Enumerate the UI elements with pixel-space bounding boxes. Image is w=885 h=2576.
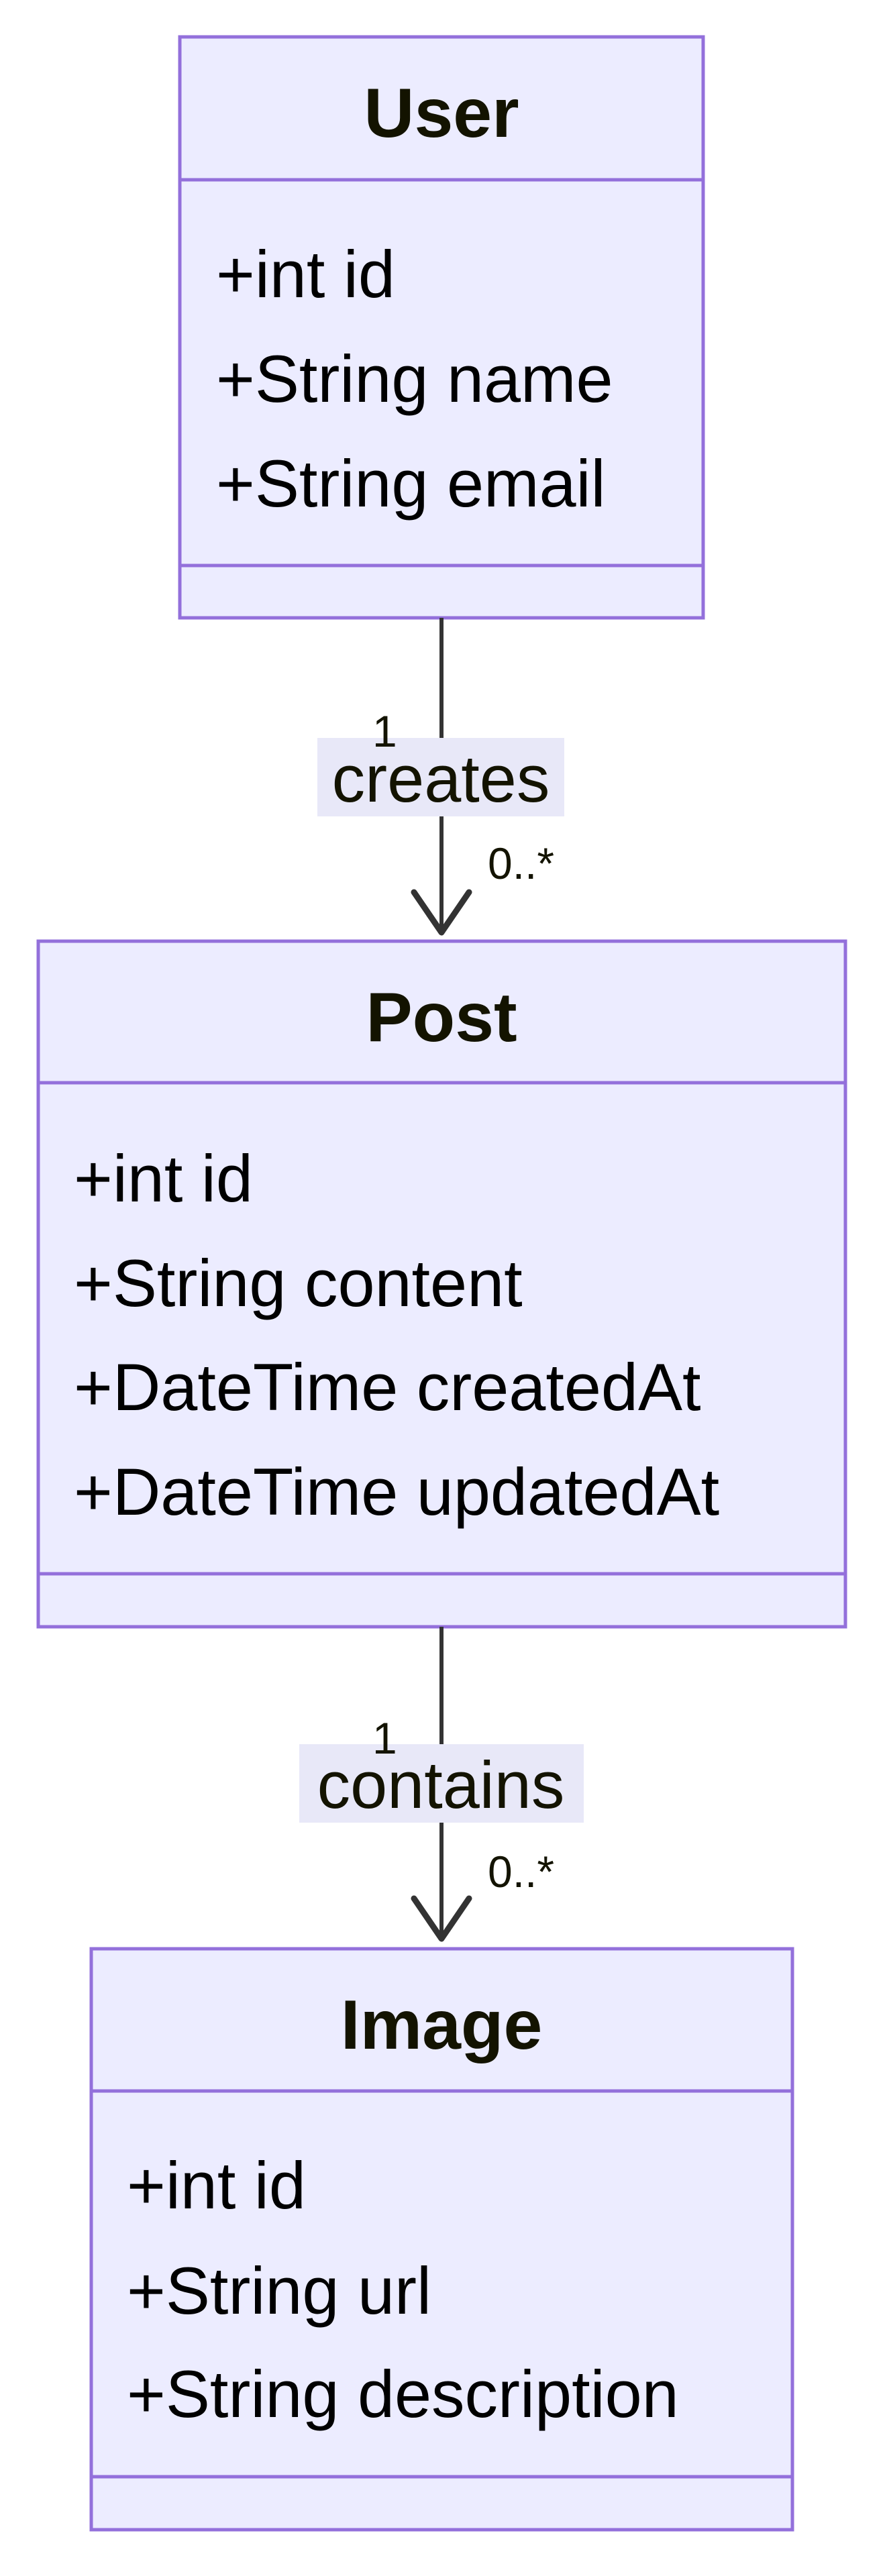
class-user-box xyxy=(178,35,705,620)
class-image[interactable]: Image +int id +String url +String descri… xyxy=(89,1947,794,2532)
relation-creates-label-bg xyxy=(317,738,564,816)
class-user[interactable]: User +int id +String name +String email xyxy=(178,35,705,620)
relation-creates: creates 1 0..* xyxy=(317,618,564,936)
relation-contains: contains 1 0..* xyxy=(299,1627,584,1942)
class-post-attribute: +String content xyxy=(74,1246,523,1320)
relation-creates-arrowhead xyxy=(411,889,472,936)
class-post-title: Post xyxy=(366,979,517,1057)
class-user-title: User xyxy=(364,74,519,152)
class-user-attribute: +String email xyxy=(216,446,606,521)
class-post-attribute: +DateTime createdAt xyxy=(74,1350,701,1424)
relation-creates-from-multiplicity: 1 xyxy=(372,706,397,756)
class-image-attribute: +String description xyxy=(127,2357,679,2431)
class-user-attribute: +int id xyxy=(216,237,395,311)
relation-contains-label-bg xyxy=(299,1744,584,1823)
relation-creates-label: creates xyxy=(332,741,550,816)
class-post-box xyxy=(36,939,847,1629)
class-image-box xyxy=(89,1947,794,2532)
relation-contains-to-multiplicity: 0..* xyxy=(488,1847,554,1896)
class-user-attribute: +String name xyxy=(216,341,613,416)
class-image-attribute: +String url xyxy=(127,2253,431,2328)
relation-contains-arrowhead xyxy=(411,1895,472,1942)
relation-contains-label: contains xyxy=(317,1748,565,1822)
class-image-attribute: +int id xyxy=(127,2148,306,2222)
class-post-attribute: +DateTime updatedAt xyxy=(74,1454,719,1529)
class-post-attribute: +int id xyxy=(74,1141,253,1216)
class-image-title: Image xyxy=(341,1986,543,2064)
class-post[interactable]: Post +int id +String content +DateTime c… xyxy=(36,939,847,1629)
relation-contains-from-multiplicity: 1 xyxy=(372,1713,397,1763)
relation-creates-to-multiplicity: 0..* xyxy=(488,839,554,888)
